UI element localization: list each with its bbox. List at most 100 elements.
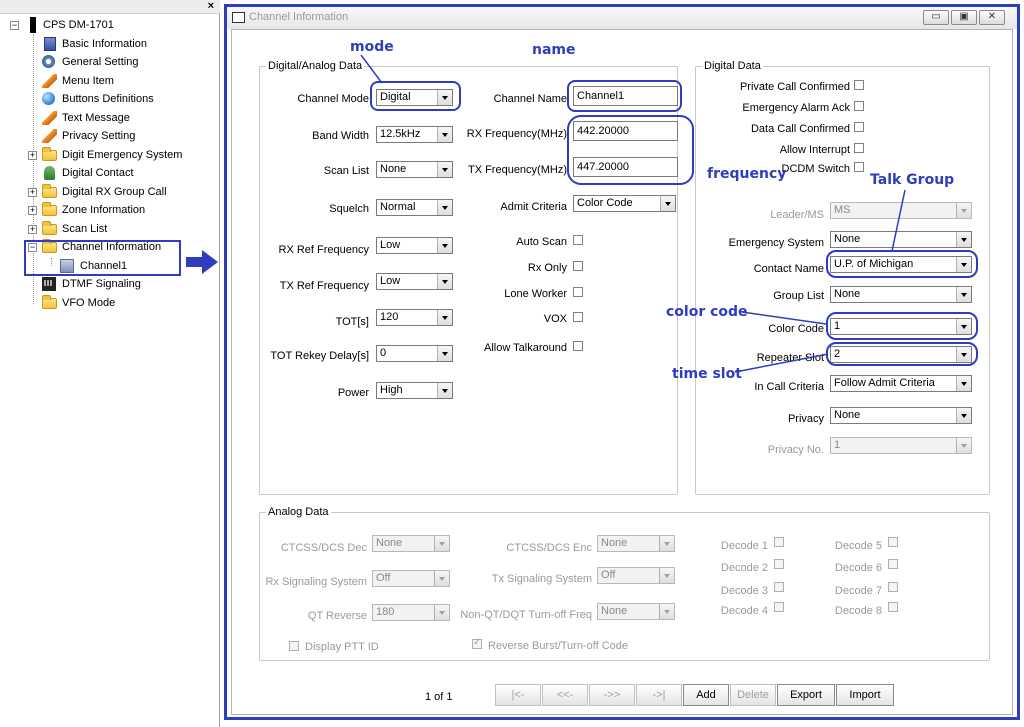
ctcss-enc-label: CTCSS/DCS Enc: [506, 542, 592, 554]
tx-signaling-select: Off: [597, 567, 675, 584]
chevron-down-icon: [956, 257, 971, 272]
first-record-button[interactable]: |<-: [495, 684, 541, 706]
tot-rekey-delay-select[interactable]: 0: [376, 345, 453, 362]
ctcss-dec-label: CTCSS/DCS Dec: [280, 542, 367, 554]
emergency-system-select[interactable]: None: [830, 231, 972, 248]
decode-4-checkbox: [774, 602, 784, 612]
import-button[interactable]: Import: [836, 684, 894, 706]
annotation-name: name: [532, 42, 576, 58]
tree-expand-icon[interactable]: +: [28, 187, 37, 197]
repeater-slot-label: Repeater Slot: [756, 352, 824, 364]
allow-interrupt-checkbox[interactable]: [854, 143, 864, 153]
rx-only-label: Rx Only: [527, 262, 567, 274]
tree-expand-icon[interactable]: +: [28, 224, 37, 234]
scan-list-select[interactable]: None: [376, 161, 453, 178]
annotation-color-code-box: [826, 312, 978, 340]
repeater-slot-select[interactable]: 2: [830, 346, 972, 363]
tot-label: TOT[s]: [335, 316, 369, 328]
decode-6-label: Decode 6: [834, 562, 882, 574]
dcdm-switch-checkbox[interactable]: [854, 162, 864, 172]
record-nav-bar: |<- <<- ->> ->| Add Delete Export Import: [495, 684, 900, 706]
tx-ref-frequency-select[interactable]: Low: [376, 273, 453, 290]
tree-root-label: CPS DM-1701: [43, 19, 114, 31]
tree-close-icon[interactable]: ×: [207, 0, 214, 12]
channel-name-input[interactable]: Channel1: [573, 86, 678, 106]
annotation-mode: mode: [350, 39, 394, 55]
emergency-alarm-ack-checkbox[interactable]: [854, 101, 864, 111]
decode-6-checkbox: [888, 559, 898, 569]
document-icon: [44, 37, 56, 51]
channel-name-label: Channel Name: [493, 93, 567, 105]
squelch-select[interactable]: Normal: [376, 199, 453, 216]
tree-item-label: Scan List: [62, 223, 108, 235]
chevron-down-icon: [437, 200, 452, 215]
tree-item-label: Digital RX Group Call: [62, 186, 167, 198]
tree-item-label: Channel Information: [62, 241, 162, 253]
page-indicator: 1 of 1: [425, 691, 453, 703]
chevron-down-icon: [659, 536, 674, 551]
privacy-select[interactable]: None: [830, 407, 972, 424]
annotation-frequency-box: [567, 115, 694, 185]
digital-analog-group: Digital/Analog Data: [259, 60, 678, 495]
tree-panel: × − CPS DM-1701 Basic Information Genera…: [0, 0, 220, 727]
annotation-mode-box: [370, 81, 461, 111]
allow-talkaround-checkbox[interactable]: [573, 341, 583, 351]
tx-frequency-input[interactable]: 447.20000: [573, 157, 678, 177]
rx-signaling-select: Off: [372, 570, 450, 587]
ctcss-dec-select: None: [372, 535, 450, 552]
window-client: Digital/Analog Data Channel Mode Digital…: [231, 29, 1013, 715]
channel-icon: [60, 259, 74, 273]
previous-record-button[interactable]: <<-: [542, 684, 588, 706]
data-call-confirmed-label: Data Call Confirmed: [750, 123, 850, 135]
tree-collapse-icon[interactable]: −: [10, 20, 19, 30]
privacy-icon: [42, 129, 57, 143]
vox-checkbox[interactable]: [573, 312, 583, 322]
leader-ms-select: MS: [830, 202, 972, 219]
contact-name-select[interactable]: U.P. of Michigan: [830, 256, 972, 273]
rx-only-checkbox[interactable]: [573, 261, 583, 271]
chevron-down-icon: [437, 238, 452, 253]
privacy-no-label: Privacy No.: [767, 444, 824, 456]
maximize-button[interactable]: ▣: [951, 10, 977, 25]
last-record-button[interactable]: ->|: [636, 684, 682, 706]
group-title: Analog Data: [266, 506, 331, 518]
rx-ref-frequency-select[interactable]: Low: [376, 237, 453, 254]
annotation-talk-group: Talk Group: [870, 172, 955, 188]
delete-button[interactable]: Delete: [730, 684, 776, 706]
close-button[interactable]: ✕: [979, 10, 1005, 25]
privacy-no-select: 1: [830, 437, 972, 454]
in-call-criteria-select[interactable]: Follow Admit Criteria: [830, 375, 972, 392]
rx-frequency-input[interactable]: 442.20000: [573, 121, 678, 141]
private-call-confirmed-checkbox[interactable]: [854, 80, 864, 90]
chevron-down-icon: [434, 571, 449, 586]
tree-expand-icon[interactable]: +: [28, 205, 37, 215]
digital-data-group: Digital Data: [695, 60, 990, 495]
data-call-confirmed-checkbox[interactable]: [854, 122, 864, 132]
admit-criteria-select[interactable]: Color Code: [573, 195, 676, 212]
export-button[interactable]: Export: [777, 684, 835, 706]
tree-item-label: Menu Item: [62, 75, 114, 87]
next-record-button[interactable]: ->>: [589, 684, 635, 706]
menu-icon: [42, 74, 57, 88]
tree-collapse-icon[interactable]: −: [28, 242, 37, 252]
tot-select[interactable]: 120: [376, 309, 453, 326]
group-list-select[interactable]: None: [830, 286, 972, 303]
channel-mode-label: Channel Mode: [297, 93, 369, 105]
tree-expand-icon[interactable]: +: [28, 150, 37, 160]
annotation-talk-group-box: [826, 250, 978, 278]
rx-frequency-label: RX Frequency(MHz): [466, 128, 567, 140]
chevron-down-icon: [956, 203, 971, 218]
chevron-down-icon: [434, 536, 449, 551]
nonqt-turnoff-label: Non-QT/DQT Turn-off Freq: [460, 609, 592, 621]
channel-mode-select[interactable]: Digital: [376, 89, 453, 106]
lone-worker-checkbox[interactable]: [573, 287, 583, 297]
color-code-select[interactable]: 1: [830, 318, 972, 335]
power-select[interactable]: High: [376, 382, 453, 399]
add-button[interactable]: Add: [683, 684, 729, 706]
auto-scan-checkbox[interactable]: [573, 235, 583, 245]
minimize-button[interactable]: ▭: [923, 10, 949, 25]
band-width-select[interactable]: 12.5kHz: [376, 126, 453, 143]
rx-signaling-label: Rx Signaling System: [265, 576, 368, 588]
decode-8-checkbox: [888, 602, 898, 612]
analog-data-group: Analog Data: [259, 506, 990, 661]
